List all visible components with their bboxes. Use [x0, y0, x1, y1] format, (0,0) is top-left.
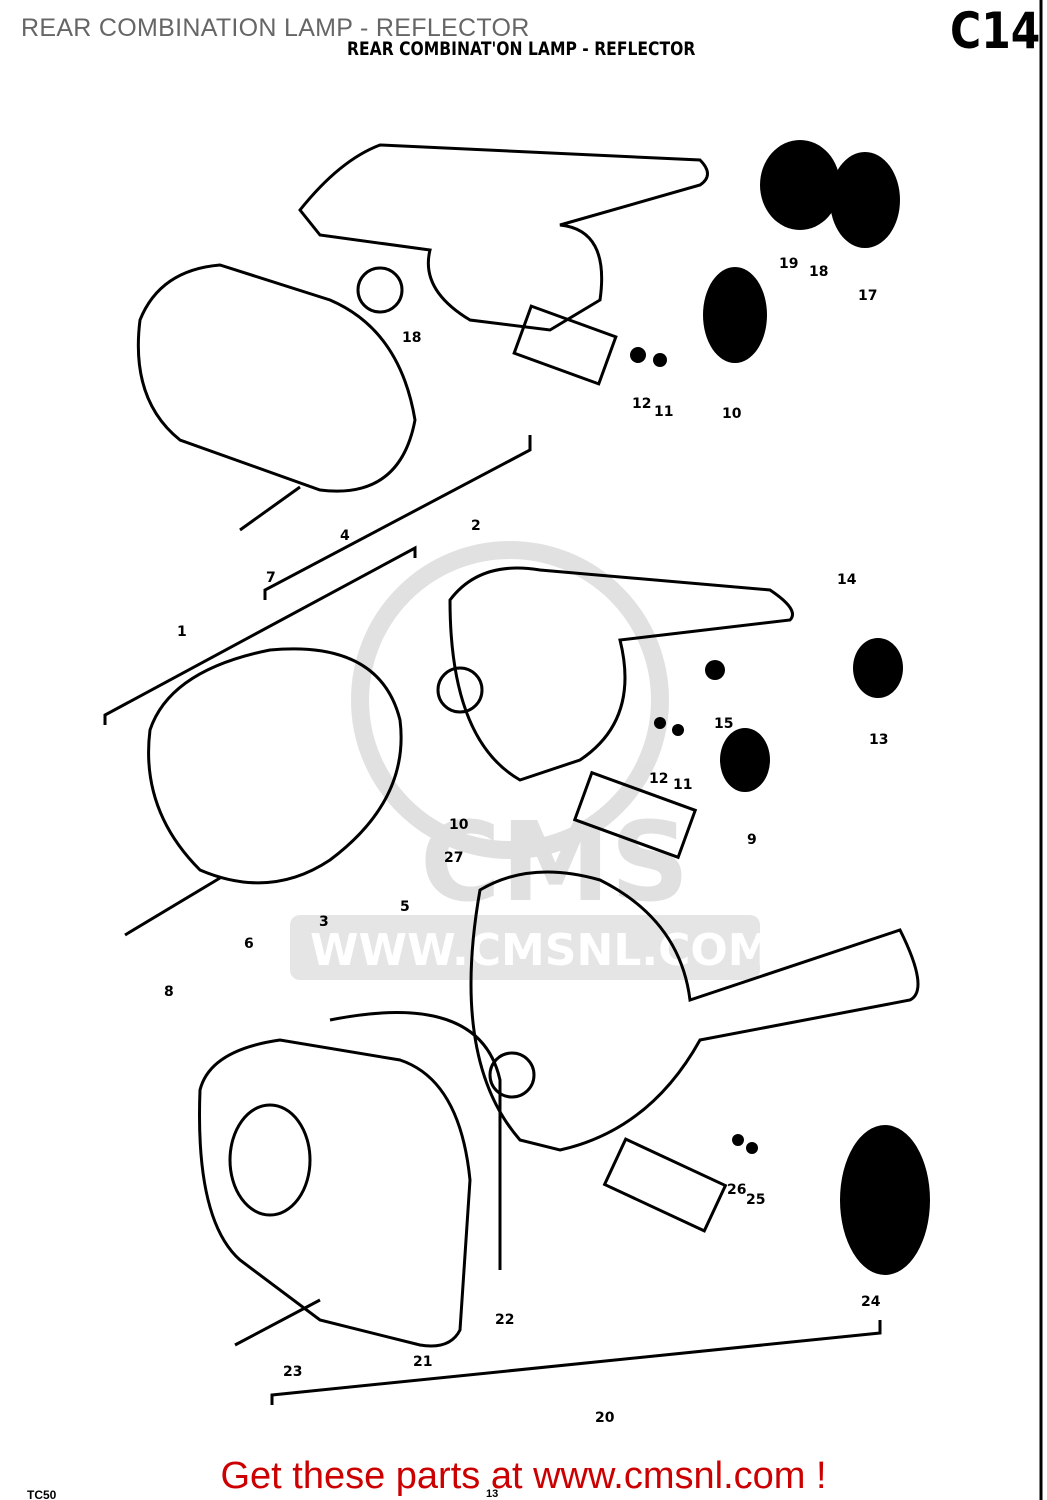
callout: 23: [283, 1364, 302, 1380]
callout-labels: 18 12 11 10 19 18 17 4 7 2 1 14 15 12 11…: [164, 256, 888, 1426]
callout: 14: [837, 572, 857, 588]
scanned-title: REAR COMBINAT'ON LAMP - REFLECTOR: [347, 38, 696, 60]
reflectors-bottom: [732, 1125, 930, 1275]
plate-number: 13: [486, 1488, 499, 1500]
callout: 25: [746, 1192, 765, 1208]
callout: 1: [177, 624, 187, 640]
callout: 21: [413, 1354, 432, 1370]
svg-text:CMS: CMS: [420, 798, 689, 926]
callout: 22: [495, 1312, 514, 1328]
page-title: REAR COMBINATION LAMP - REFLECTOR: [21, 14, 530, 42]
callout: 6: [244, 936, 254, 952]
callout: 2: [471, 518, 481, 534]
callout: 9: [747, 832, 757, 848]
lamp-assembly-middle: [103, 435, 794, 937]
reflectors-middle: [654, 638, 903, 792]
lamp-assembly-bottom: [198, 870, 920, 1405]
callout: 3: [319, 914, 329, 930]
callout: 5: [400, 899, 410, 915]
lamp-assembly-top: [136, 143, 709, 532]
callout: 24: [861, 1294, 881, 1310]
callout: 15: [714, 716, 733, 732]
callout: 11: [654, 404, 673, 420]
callout: 19: [779, 256, 798, 272]
watermark-text: WWW.CMSNL.COM: [310, 925, 772, 976]
callout: 10: [449, 817, 469, 833]
callout: 12: [649, 771, 668, 787]
callout: 11: [673, 777, 692, 793]
callout: 8: [164, 984, 174, 1000]
callout: 20: [595, 1410, 615, 1426]
watermark: CMS WWW.CMSNL.COM: [290, 541, 772, 980]
callout: 26: [727, 1182, 746, 1198]
reflectors-top: [630, 140, 900, 367]
callout: 27: [444, 850, 463, 866]
callout: 7: [266, 570, 276, 586]
model-code: TC50: [27, 1488, 57, 1500]
callout: 18: [402, 330, 421, 346]
callout: 18: [809, 264, 828, 280]
promo-link[interactable]: Get these parts at www.cmsnl.com !: [220, 1455, 827, 1497]
callout: 12: [632, 396, 651, 412]
page-code: C14: [950, 2, 1041, 60]
callout: 4: [340, 528, 350, 544]
callout: 13: [869, 732, 888, 748]
callout: 17: [858, 288, 877, 304]
callout: 10: [722, 406, 742, 422]
